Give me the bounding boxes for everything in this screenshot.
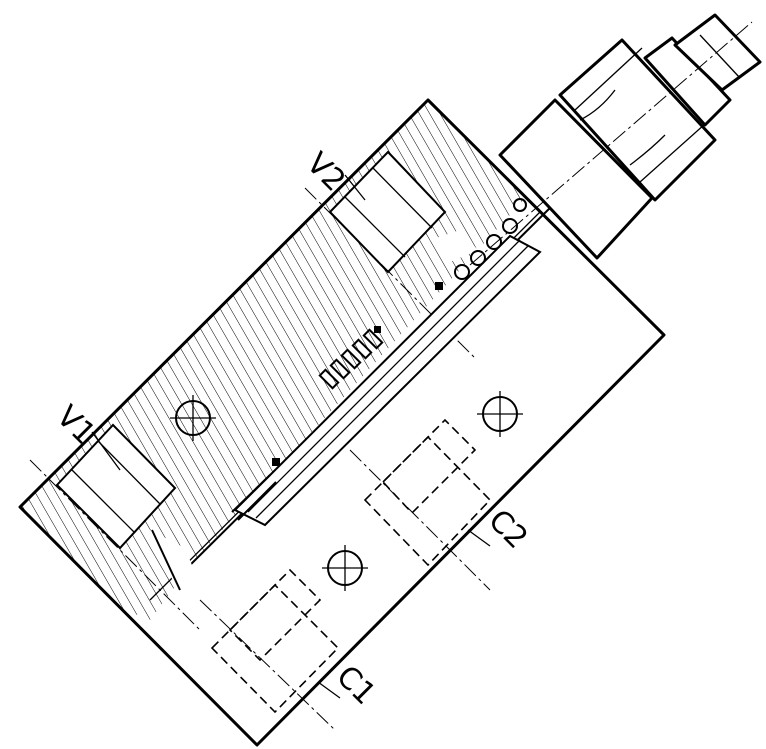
spring [318, 328, 384, 390]
port-c2-hidden-bore [349, 418, 492, 591]
port-v1-bore [29, 423, 201, 631]
label-c1: C1 [329, 659, 382, 712]
port-c1-hidden-bore [199, 568, 340, 731]
leader-c2 [467, 529, 491, 547]
leader-v1 [91, 431, 121, 471]
leader-c1 [317, 681, 341, 699]
mounting-hole-2 [477, 391, 523, 437]
adjuster-assembly [469, 13, 762, 266]
cartridge-internals [231, 198, 542, 527]
port-v2-bore [304, 150, 478, 359]
leader-v2 [344, 174, 366, 201]
mounting-hole-3 [322, 545, 368, 591]
mounting-hole-1 [170, 395, 216, 441]
